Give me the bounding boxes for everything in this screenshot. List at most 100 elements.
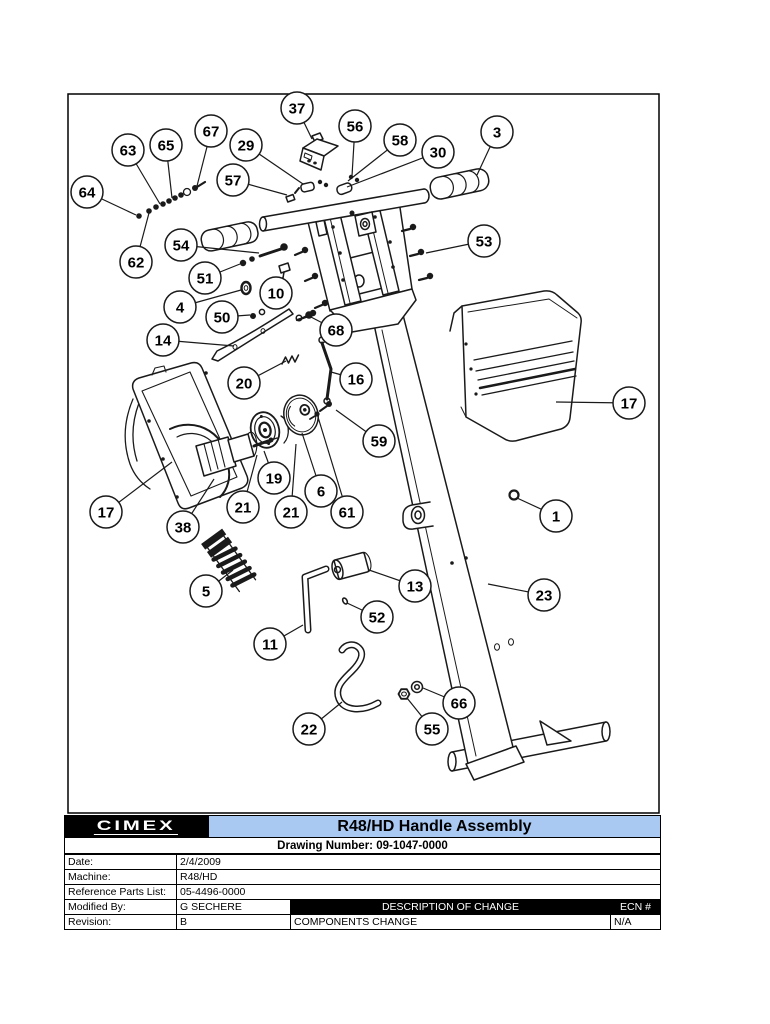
svg-text:55: 55 [424,722,441,739]
ecn-value: N/A [610,914,661,930]
balloon-1: 1 [539,499,573,533]
balloon-16: 16 [339,362,373,396]
svg-text:58: 58 [392,133,409,150]
balloon-65: 65 [149,128,183,162]
roller [331,551,372,581]
retaining-ring [280,415,289,444]
balloon-38: 38 [166,510,200,544]
balloon-21: 21 [226,490,260,524]
svg-text:21: 21 [283,505,300,522]
svg-text:53: 53 [476,234,493,251]
balloon-52: 52 [360,600,394,634]
svg-text:37: 37 [289,101,306,118]
svg-text:14: 14 [155,333,172,350]
hex-key [301,565,330,634]
balloon-55: 55 [415,712,449,746]
svg-text:66: 66 [451,696,468,713]
washer [410,680,424,694]
svg-text:29: 29 [238,138,255,155]
balloon-61: 61 [330,495,364,529]
machine-value: R48/HD [176,869,661,885]
balloon-53: 53 [467,224,501,258]
disc-bolts [309,401,332,420]
wheel-disc [283,394,319,436]
balloon-22: 22 [292,712,326,746]
cable-fittings [285,174,360,203]
svg-text:17: 17 [621,396,638,413]
balloon-13: 13 [398,569,432,603]
balloon-10: 10 [259,276,293,310]
title-header: CIMEX R48/HD Handle Assembly [64,815,661,838]
balloon-21: 21 [274,495,308,529]
balloon-59: 59 [362,424,396,458]
balloon-11: 11 [253,627,287,661]
left-grip [200,221,259,252]
main-column [329,288,525,781]
drawing-title: R48/HD Handle Assembly [209,815,661,838]
balloon-20: 20 [227,366,261,400]
o-ring [508,489,520,501]
svg-text:16: 16 [348,372,365,389]
balloon-51: 51 [188,261,222,295]
svg-text:17: 17 [98,505,115,522]
svg-text:3: 3 [493,125,501,142]
left-housing [124,361,278,510]
balloon-64: 64 [70,175,104,209]
drawing-border [67,93,660,814]
svg-text:65: 65 [158,138,175,155]
table-row-machine: Machine: R48/HD [64,869,661,885]
table-row-date: Date: 2/4/2009 [64,854,661,870]
balloon-37: 37 [280,91,314,125]
revision-value: B [176,914,291,930]
balloon-66: 66 [442,686,476,720]
svg-text:64: 64 [79,185,96,202]
title-block: CIMEX R48/HD Handle Assembly Drawing Num… [64,815,661,930]
date-label: Date: [64,854,177,870]
svg-text:38: 38 [175,520,192,537]
title-info-table: Date: 2/4/2009 Machine: R48/HD Reference… [64,854,661,930]
part-balloons: 3756583032957676563646254514105014685320… [70,91,646,746]
balloon-23: 23 [527,578,561,612]
balloon-56: 56 [338,109,372,143]
lock-nut [397,688,411,700]
cimex-logo-text: CIMEX [94,818,179,835]
link-rod [318,336,333,405]
switch-box [299,132,339,171]
description-of-change-value: COMPONENTS CHANGE [290,914,611,930]
cord-hook [334,641,382,713]
modified-by-label: Modified By: [64,899,177,915]
svg-text:1: 1 [552,509,560,526]
balloon-17: 17 [89,495,123,529]
svg-text:56: 56 [347,119,364,136]
handlebar-tube [258,188,430,232]
balloon-17: 17 [612,386,646,420]
balloon-50: 50 [205,300,239,334]
svg-text:6: 6 [317,484,325,501]
balloon-29: 29 [229,128,263,162]
svg-text:57: 57 [225,173,242,190]
balloon-30: 30 [421,135,455,169]
svg-text:51: 51 [197,271,214,288]
svg-text:5: 5 [202,584,210,601]
balloon-62: 62 [119,245,153,279]
svg-text:13: 13 [407,579,424,596]
balloon-58: 58 [383,123,417,157]
curved-arm [211,308,294,362]
svg-text:22: 22 [301,722,318,739]
svg-text:68: 68 [328,323,345,340]
svg-text:59: 59 [371,434,388,451]
balloon-19: 19 [257,461,291,495]
pulley-disc [249,411,281,449]
bracket-fasteners [239,223,434,322]
table-row-reference-parts-list: Reference Parts List: 05-4496-0000 [64,884,661,900]
svg-text:67: 67 [203,124,220,141]
svg-text:11: 11 [262,637,278,654]
reference-value: 05-4496-0000 [176,884,661,900]
drawing-number: Drawing Number: 09-1047-0000 [64,838,661,854]
svg-text:61: 61 [339,505,356,522]
right-grip [429,168,490,200]
cimex-logo: CIMEX [64,815,209,838]
svg-text:50: 50 [214,310,231,327]
